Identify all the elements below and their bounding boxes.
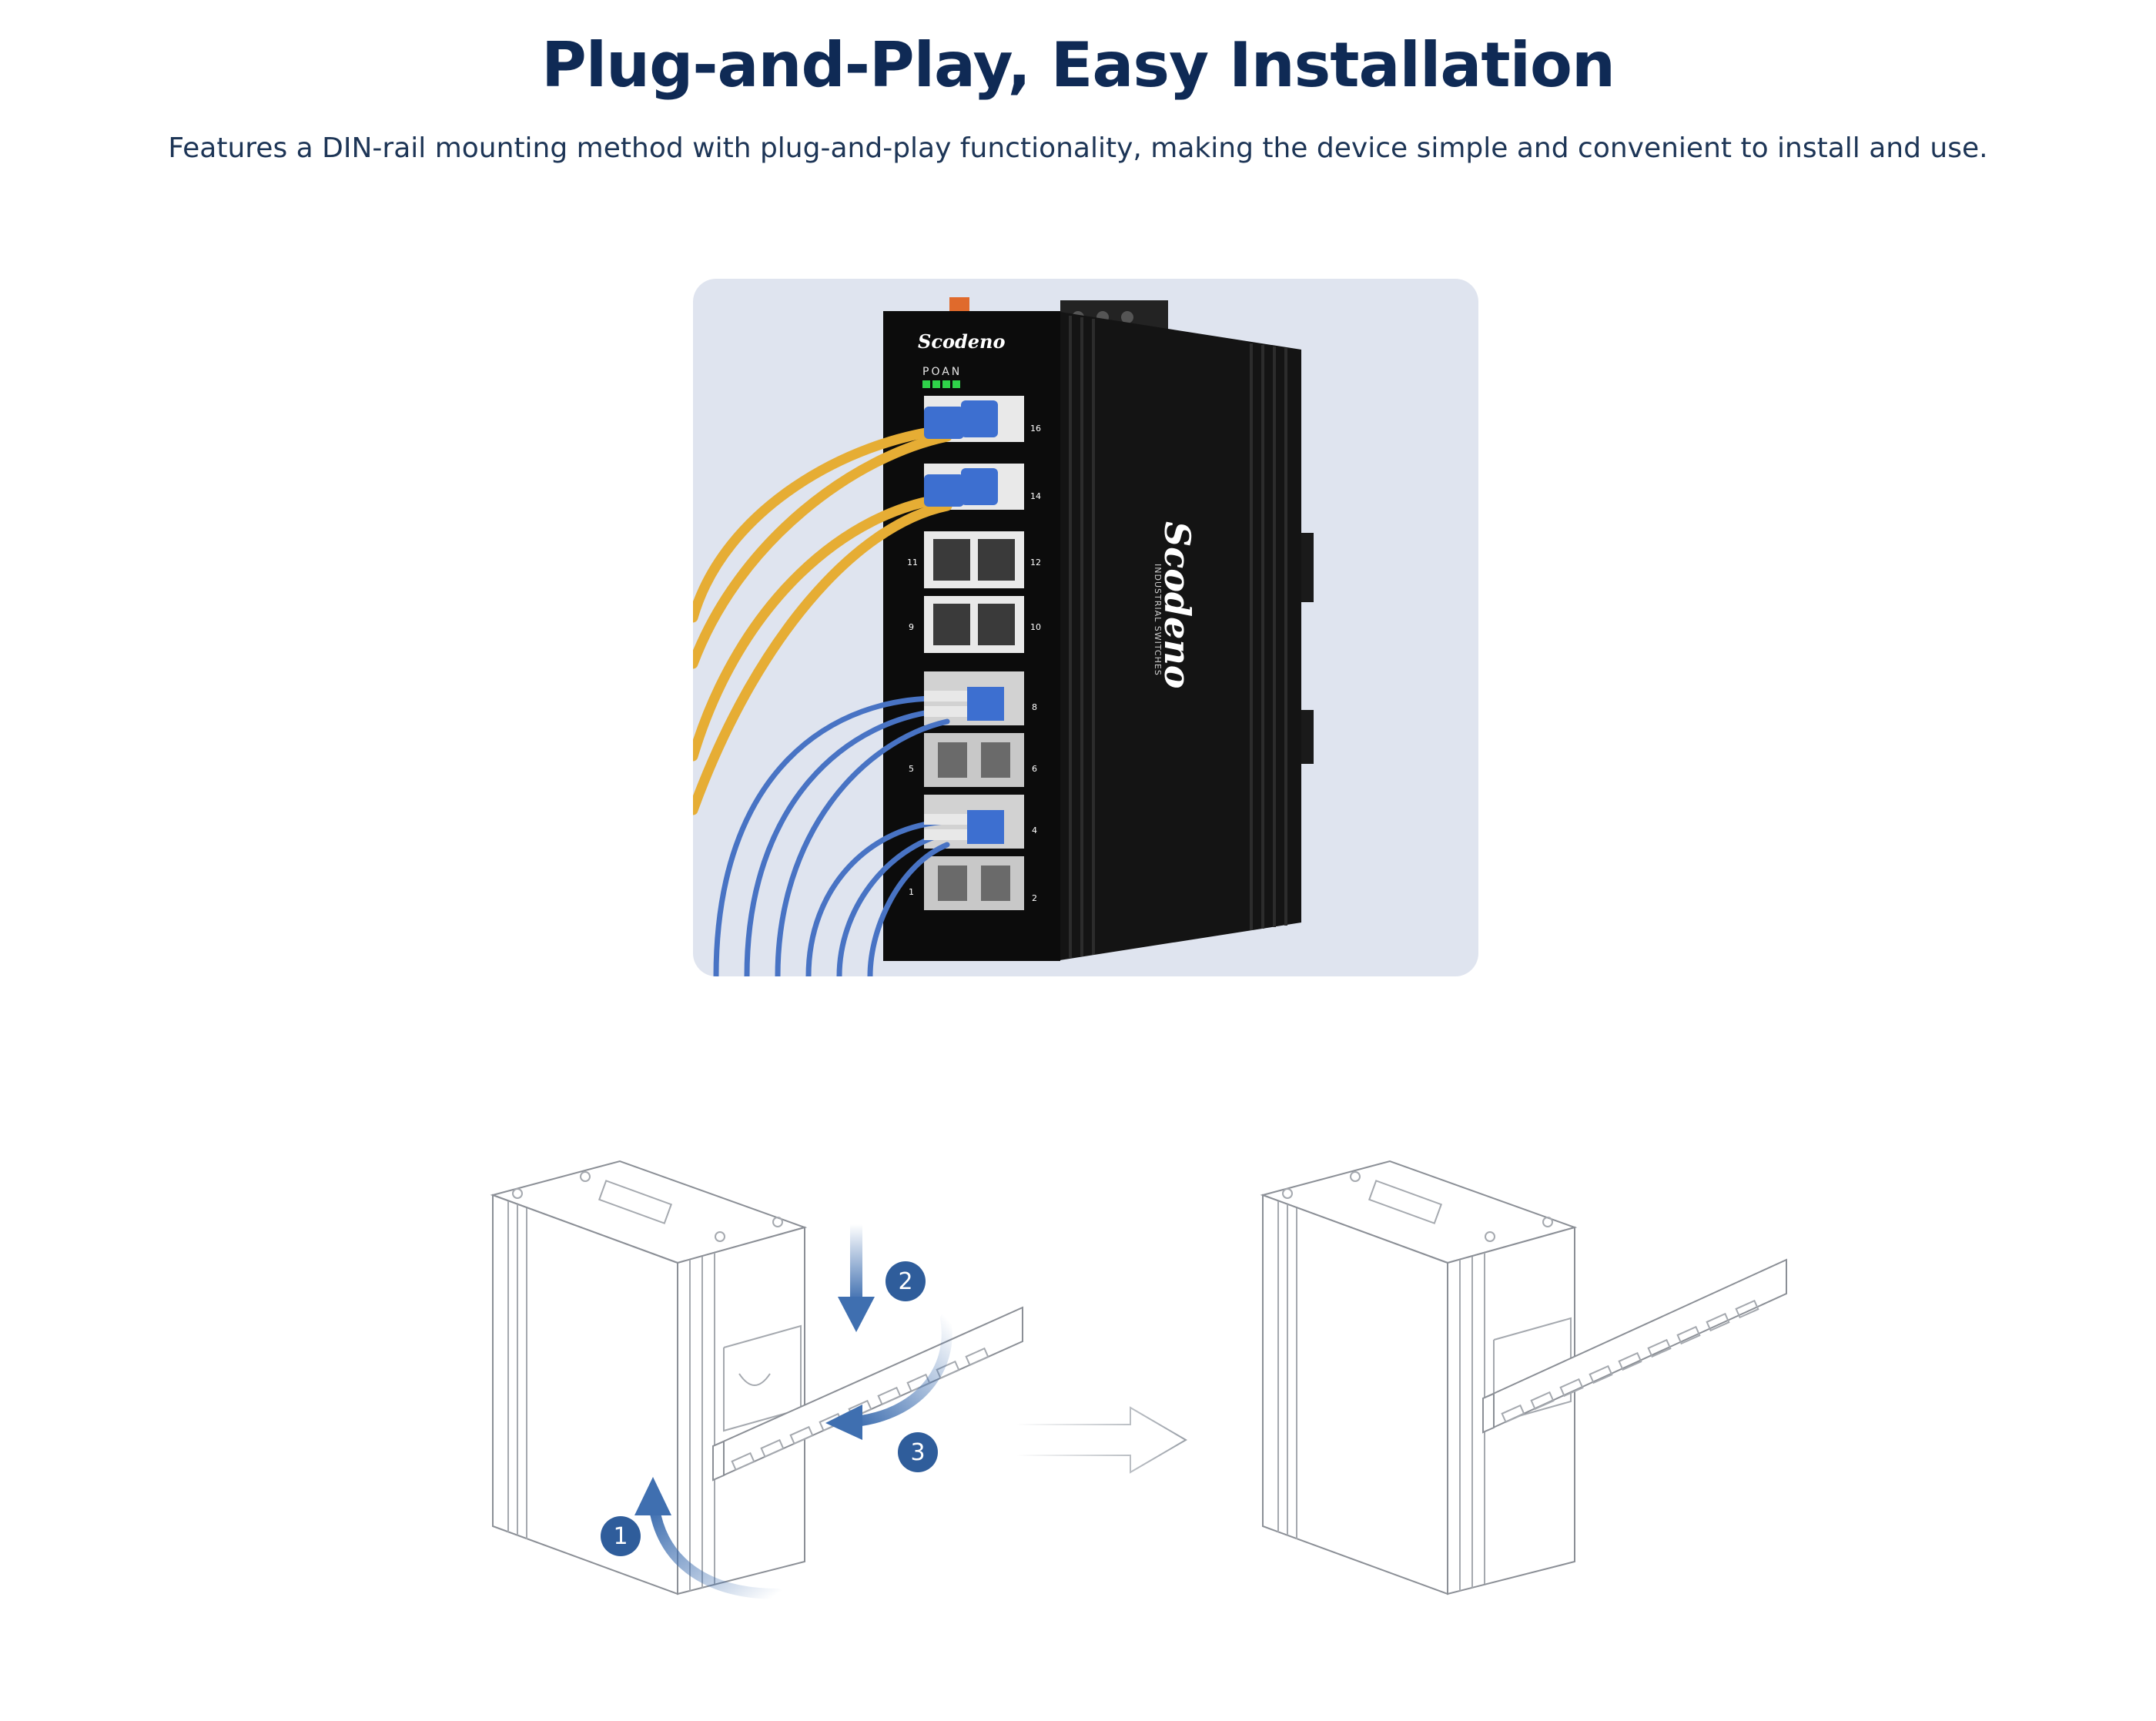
port-number: 9 <box>909 622 914 632</box>
arrow-down-icon <box>850 1224 862 1301</box>
arrow-curved-left-icon <box>849 1313 952 1427</box>
rj45-connector-boots <box>924 400 998 507</box>
port-number: 1 <box>909 887 914 897</box>
fiber-cables <box>713 695 950 976</box>
side-brand-logo: Scodeno <box>1157 521 1198 688</box>
arrow-right-outline-icon <box>1016 1406 1187 1474</box>
din-clip-top <box>1301 533 1314 602</box>
arrow-down-head <box>838 1297 875 1332</box>
reset-button <box>949 297 969 311</box>
page-title: Plug-and-Play, Easy Installation <box>541 29 1615 101</box>
yellow-cables <box>693 424 952 815</box>
port-number: 8 <box>1032 702 1037 712</box>
heat-sink-fins <box>1069 316 1287 958</box>
front-brand-logo: Scodeno <box>918 330 1005 353</box>
step-badge-2: 2 <box>886 1261 926 1301</box>
switch-outline-left <box>490 1160 808 1595</box>
port-number: 2 <box>1032 893 1037 903</box>
step-number: 3 <box>910 1439 925 1466</box>
page-subtitle: Features a DIN-rail mounting method with… <box>168 132 1988 164</box>
port-number: 10 <box>1030 622 1041 632</box>
fiber-connector-boots <box>924 687 1004 844</box>
port-number: 14 <box>1030 491 1041 501</box>
arrow-curved-left-head <box>825 1405 862 1440</box>
port-number: 4 <box>1032 825 1037 835</box>
product-photo-card: Scodeno POAN 16 14 11 12 <box>693 279 1478 976</box>
port-number: 6 <box>1032 764 1037 774</box>
step-number: 2 <box>898 1268 912 1295</box>
port-number: 16 <box>1030 424 1041 434</box>
din-clip-bottom <box>1301 710 1314 764</box>
status-leds <box>922 380 960 388</box>
installation-diagram: 1 2 3 <box>490 1160 1787 1599</box>
switch-product-image: Scodeno POAN 16 14 11 12 <box>693 297 1314 976</box>
side-tagline: INDUSTRIAL SWITCHES <box>1153 564 1163 676</box>
step-number: 1 <box>613 1523 628 1550</box>
switch-outline-right <box>1260 1160 1578 1595</box>
port-number: 11 <box>907 557 918 568</box>
switch-side <box>1055 311 1301 961</box>
port-number: 12 <box>1030 557 1041 568</box>
arrow-up-curved-head <box>634 1477 671 1515</box>
step-badge-3: 3 <box>898 1432 938 1472</box>
step-badge-1: 1 <box>601 1516 641 1556</box>
port-number: 5 <box>909 764 914 774</box>
arrow-up-curved-icon <box>649 1504 783 1599</box>
din-rail-right <box>1482 1258 1787 1434</box>
led-label: POAN <box>922 366 962 378</box>
